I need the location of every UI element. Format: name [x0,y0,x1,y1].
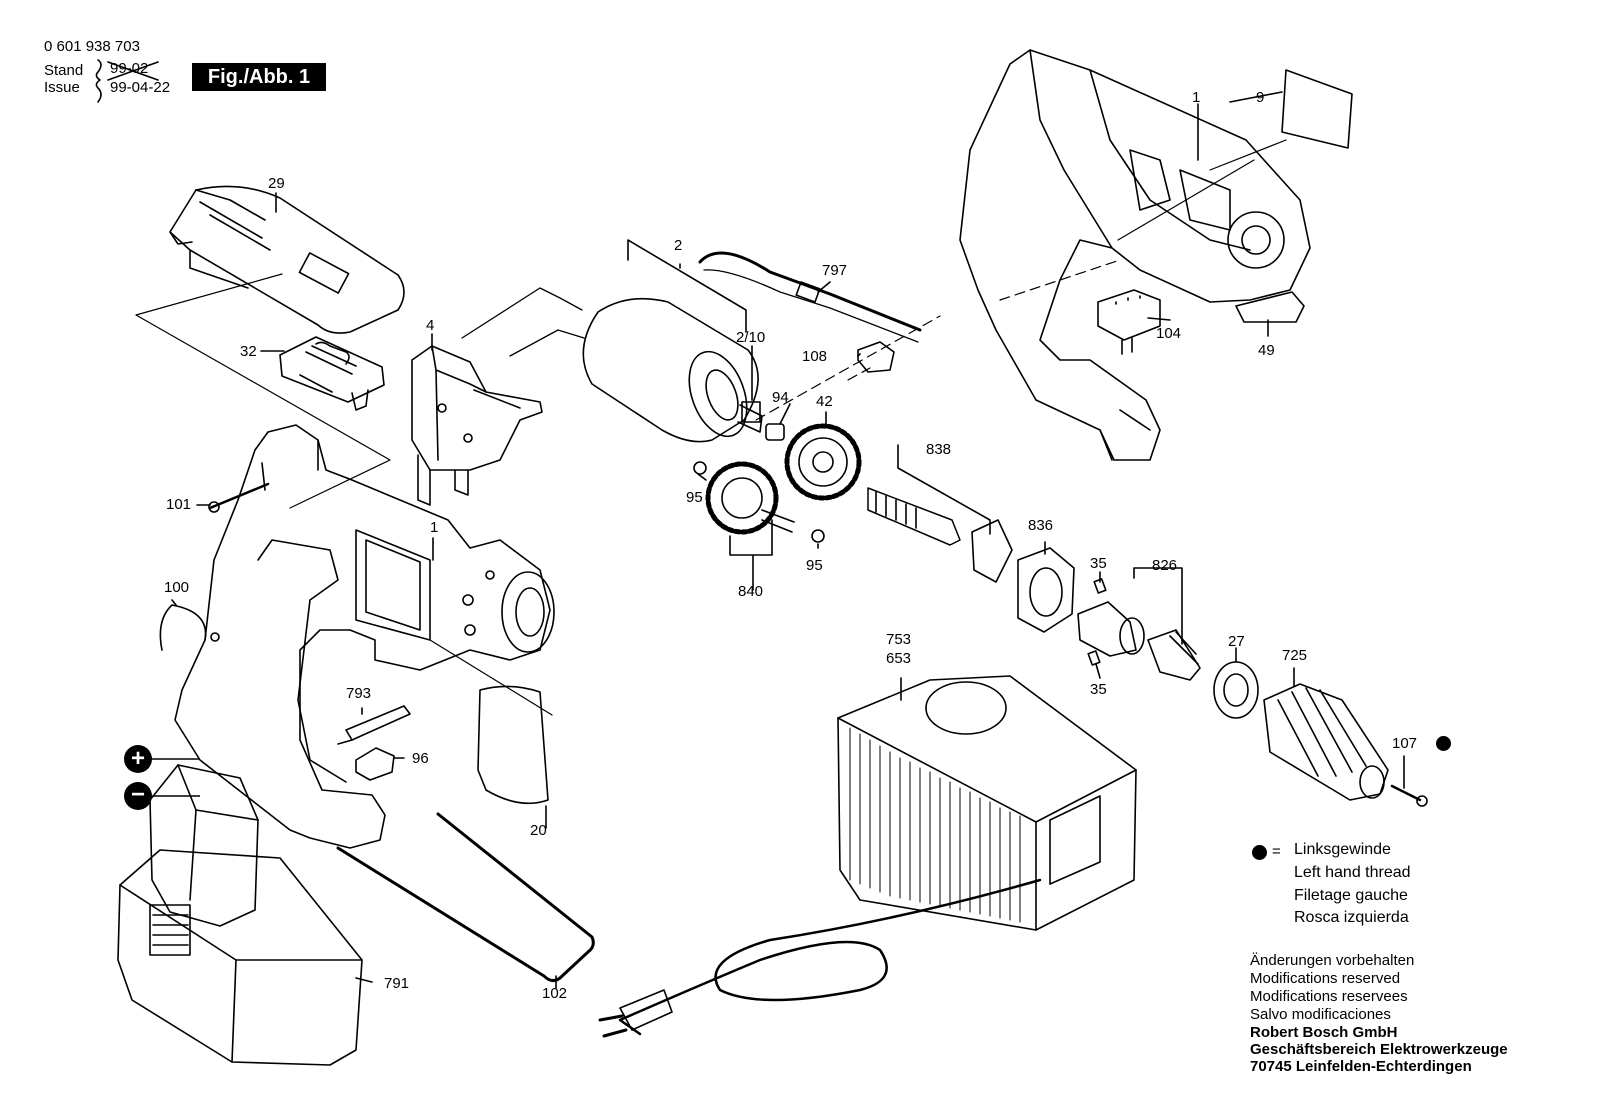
callout-101: 101 [166,496,192,513]
callout-838: 838 [926,441,952,458]
legend-bullet-icon [1252,845,1267,860]
charger-part [837,675,1137,931]
callout-793: 793 [346,685,372,702]
legend-en: Left hand thread [1294,864,1411,881]
callout-797: 797 [822,262,848,279]
callout-100: 100 [164,579,190,596]
callout-104: 104 [1156,325,1182,342]
footer-line-1: Änderungen vorbehalten [1250,952,1415,969]
footer-line-2: Modifications reserved [1250,970,1401,987]
callout-653: 653 [886,650,912,667]
callout-96: 96 [412,750,429,767]
callout-2: 2 [674,237,683,254]
callout-9: 9 [1256,89,1265,106]
callout-35-bottom: 35 [1090,681,1107,698]
footer-division: Geschäftsbereich Elektrowerkzeuge [1250,1041,1508,1058]
callout-95-left: 95 [686,489,703,506]
footer-company: Robert Bosch GmbH [1250,1024,1398,1041]
callout-102: 102 [542,985,568,1002]
callout-108: 108 [802,348,828,365]
gear-840-part [705,461,795,535]
issue-date: 99-04-22 [110,79,171,96]
legend-de: Linksgewinde [1294,841,1391,858]
callout-836: 836 [1028,517,1054,534]
callout-2-10: 2/10 [736,329,766,346]
battery-cover-part [169,185,405,334]
footer-address: 70745 Leinfelden-Echterdingen [1250,1058,1472,1075]
motor-part [582,297,763,443]
callout-94: 94 [772,389,789,406]
callout-4: 4 [426,317,435,334]
callout-29: 29 [268,175,285,192]
callout-1-left: 1 [430,519,439,536]
callout-725: 725 [1282,647,1308,664]
callout-107: 107 [1392,735,1418,752]
callout-791: 791 [384,975,410,992]
battery-latch-part [279,336,385,411]
callout-1-right: 1 [1192,89,1201,106]
callout-840: 840 [738,583,764,600]
label-plate-part [477,685,549,805]
callout-35-top: 35 [1090,555,1107,572]
footer-line-3: Modifications reservees [1250,988,1408,1005]
callout-95-right: 95 [806,557,823,574]
issue-label: Issue [44,79,80,96]
left-hand-thread-marker-icon [1436,736,1451,751]
callout-42: 42 [816,393,833,410]
minus-terminal-icon: − [124,782,152,810]
part-number: 0 601 938 703 [44,38,140,55]
callout-20: 20 [530,822,547,839]
footer-line-4: Salvo modificaciones [1250,1006,1391,1023]
switch-part [411,345,543,506]
callout-753: 753 [886,631,912,648]
stand-label: Stand [44,62,84,79]
plus-terminal-icon: + [124,745,152,773]
legend-es: Rosca izquierda [1294,909,1409,926]
chuck-part [1263,683,1389,801]
callout-27: 27 [1228,633,1245,650]
callout-49: 49 [1258,342,1275,359]
legend-fr: Filetage gauche [1294,887,1408,904]
gear-42-part [784,423,862,501]
battery-pack-part [117,764,363,1066]
legend-equals: = [1272,843,1281,860]
figure-badge: Fig./Abb. 1 [192,63,326,91]
callout-826: 826 [1152,557,1178,574]
callout-32: 32 [240,343,257,360]
